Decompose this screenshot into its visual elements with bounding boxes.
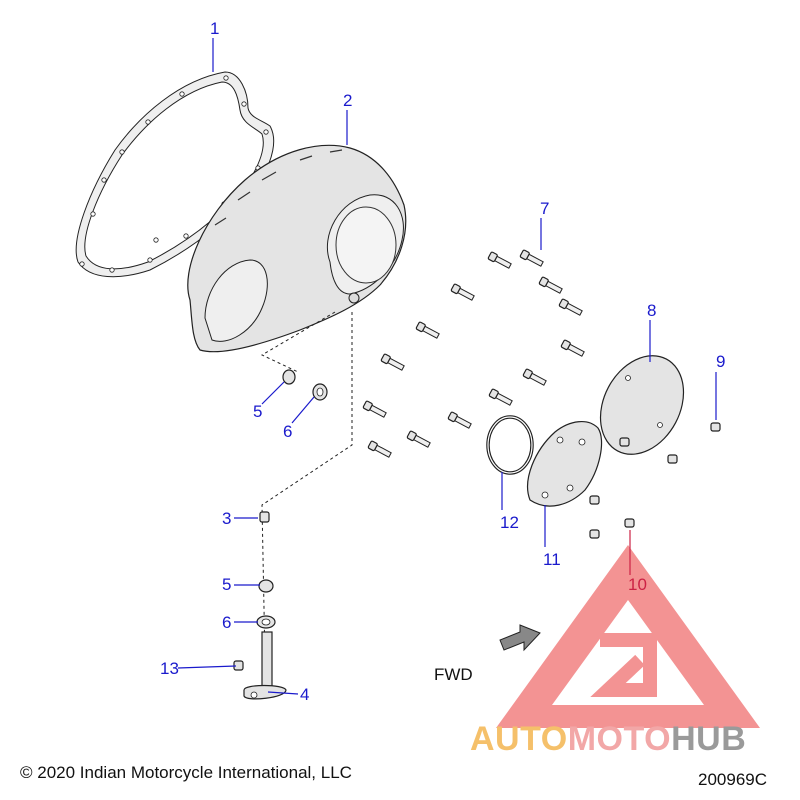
watermark-logo — [496, 545, 760, 728]
gasket-bolt-holes — [79, 75, 269, 273]
callout-label-12: 12 — [500, 513, 519, 532]
leader-line-13 — [177, 665, 237, 669]
assembly-line-main — [261, 312, 353, 661]
bolt — [522, 368, 547, 386]
bolts-part-7 — [362, 249, 585, 458]
watermark-hub: HUB — [671, 720, 746, 758]
callout-label-9: 9 — [716, 352, 725, 371]
bolt — [560, 339, 585, 357]
bushing-part-5-upper — [282, 369, 296, 385]
watermark-g-shape — [590, 633, 657, 697]
bolt — [487, 251, 512, 269]
watermark-moto: MOTO — [568, 720, 671, 758]
shaft-part-4 — [243, 631, 287, 700]
bolt — [519, 249, 544, 267]
screws-part-10 — [589, 437, 678, 539]
callout-label-13: 13 — [160, 659, 179, 678]
callout-label-5: 5 — [222, 575, 231, 594]
seal-part-6-upper — [312, 383, 328, 401]
callout-label-3: 3 — [222, 509, 231, 528]
bolt — [415, 321, 440, 339]
bolt — [538, 276, 563, 294]
bushing-part-5-lower — [258, 579, 274, 593]
watermark-triangle-shape — [496, 545, 760, 728]
callout-label-6: 6 — [222, 613, 231, 632]
inspection-plate-part-11 — [527, 421, 603, 507]
callout-label-11: 11 — [543, 550, 561, 569]
bolt — [406, 430, 431, 448]
callout-label-6: 6 — [283, 422, 292, 441]
callout-label-2: 2 — [343, 91, 352, 110]
primary-cover-part-2 — [187, 144, 407, 353]
screw-part-9 — [710, 422, 721, 432]
bolt — [447, 411, 472, 429]
leader-line-5 — [261, 381, 285, 405]
derby-cover-part-8 — [599, 355, 685, 455]
watermark-text: AUTOMOTOHUB — [470, 720, 746, 758]
assembly-line-upper — [260, 311, 336, 373]
diagram-code: 200969C — [698, 770, 767, 789]
leader-line-4 — [267, 691, 299, 695]
o-ring-part-12 — [486, 415, 534, 475]
callout-label-8: 8 — [647, 301, 656, 320]
gasket-part-1 — [75, 71, 275, 278]
callout-label-7: 7 — [540, 199, 549, 218]
bolt — [367, 440, 392, 458]
forward-arrow: FWD — [434, 624, 541, 684]
bolt — [450, 283, 475, 301]
callout-label-5: 5 — [253, 402, 262, 421]
callout-label-10: 10 — [628, 575, 647, 594]
leader-line-6 — [291, 396, 315, 424]
copyright-text: © 2020 Indian Motorcycle International, … — [20, 763, 352, 782]
bolt — [558, 298, 583, 316]
bolt — [380, 353, 405, 371]
seal-part-6-lower — [256, 615, 276, 629]
watermark-auto: AUTO — [470, 720, 568, 758]
plug-part-3 — [259, 511, 270, 523]
callout-label-4: 4 — [300, 685, 309, 704]
callout-label-1: 1 — [210, 19, 219, 38]
fwd-label: FWD — [434, 665, 473, 684]
bolt — [488, 388, 513, 406]
bolt — [362, 400, 387, 418]
